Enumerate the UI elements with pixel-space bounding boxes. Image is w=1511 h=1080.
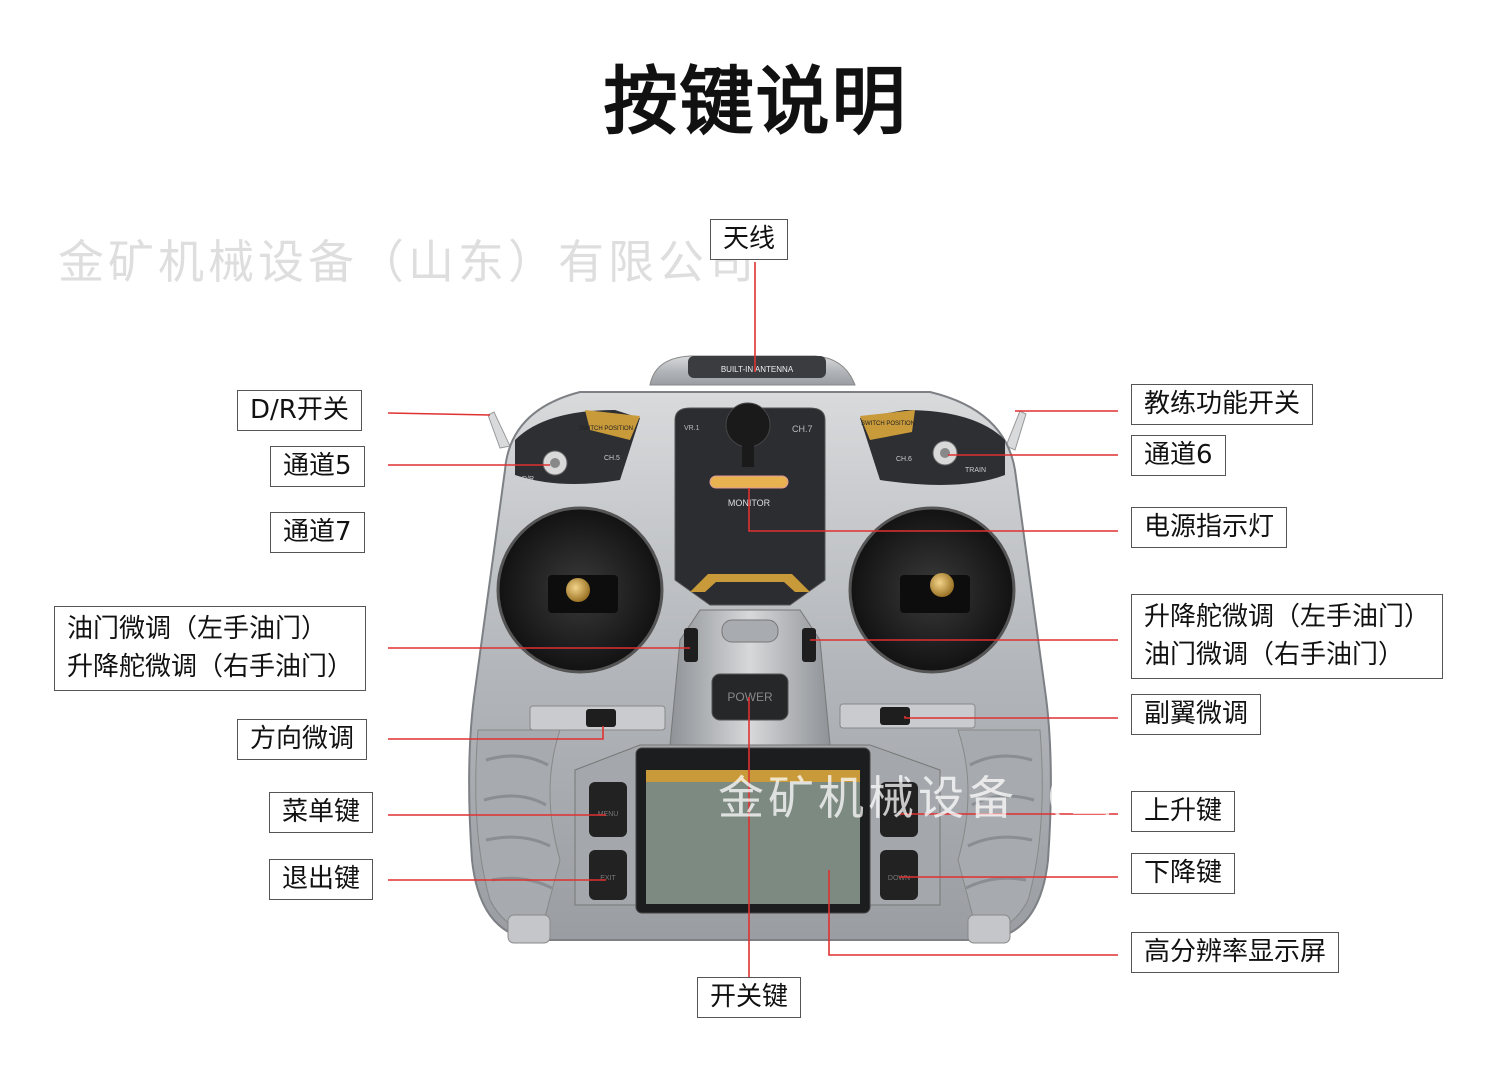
center-console: POWER (669, 609, 831, 746)
exit-key (589, 850, 627, 900)
center-panel: VR.1 CH.7 MONITOR (674, 402, 826, 606)
page-title: 按键说明 (603, 59, 908, 145)
right-switch-panel: SWITCH POSITION CH.6 TRAIN (860, 410, 1005, 485)
right-gimbal (848, 506, 1016, 674)
label-elevator-trim-line2: 油门微调（右手油门） (1144, 639, 1405, 670)
leader-rudder-trim (388, 726, 604, 740)
power-device-text: POWER (727, 690, 773, 704)
label-up-key: 上升键 (1131, 791, 1236, 832)
leader-power-led (748, 488, 1118, 532)
vr-device-text: VR.1 (684, 425, 700, 432)
label-aileron-trim: 副翼微调 (1131, 694, 1262, 735)
left-switch-position-text: SWITCH POSITION (579, 426, 633, 432)
watermark-bottom: 金矿机械设备（山东）有限公司 (718, 771, 1418, 825)
lower-face: MENU EXIT UP DOWN (574, 744, 941, 914)
label-antenna: 天线 (710, 219, 789, 260)
label-down-key: 下降键 (1131, 853, 1236, 894)
right-vertical-trim (802, 628, 816, 662)
power-led (709, 475, 789, 489)
label-power-led: 电源指示灯 (1131, 507, 1288, 548)
menu-device-text: MENU (598, 811, 619, 818)
ch5-device-text: CH.5 (604, 455, 620, 462)
label-elevator-trim: 升降舵微调（左手油门） 油门微调（右手油门） (1131, 594, 1444, 680)
label-throttle-trim: 油门微调（左手油门） 升降舵微调（右手油门） (54, 606, 367, 692)
label-power-key: 开关键 (697, 977, 802, 1018)
ch7-device-text: CH.7 (792, 424, 813, 434)
label-menu-key: 菜单键 (269, 792, 374, 833)
ch6-device-text: CH.6 (896, 456, 912, 463)
antenna-top: BUILT-IN ANTENNA (649, 355, 856, 386)
left-gimbal (496, 506, 664, 674)
power-button (711, 673, 789, 721)
label-rudder-trim: 方向微调 (237, 719, 368, 760)
label-elevator-trim-line1: 升降舵微调（左手油门） (1144, 602, 1431, 632)
up-key (880, 782, 918, 837)
label-exit-key: 退出键 (269, 859, 374, 900)
rudder-trim (586, 709, 616, 727)
dr-device-text: D/R (522, 476, 534, 483)
label-ch6: 通道6 (1131, 435, 1226, 476)
trainer-switch-lever (1005, 410, 1027, 451)
label-throttle-trim-line2: 升降舵微调（右手油门） (67, 651, 354, 682)
ch7-knob (725, 402, 771, 448)
leader-dr (387, 412, 491, 416)
right-switch-position-text: SWITCH POSITION (861, 421, 915, 427)
menu-key (589, 782, 627, 837)
aileron-trim (880, 707, 910, 725)
label-trainer-switch: 教练功能开关 (1131, 384, 1314, 425)
train-device-text: TRAIN (965, 467, 986, 474)
label-display: 高分辨率显示屏 (1131, 932, 1340, 973)
down-key (880, 850, 918, 900)
down-device-text: DOWN (888, 875, 910, 882)
label-ch5: 通道5 (270, 446, 365, 487)
antenna-text: BUILT-IN ANTENNA (721, 365, 794, 374)
watermark-top: 金矿机械设备（山东）有限公司 (58, 235, 758, 289)
leader-display (828, 870, 1118, 956)
dr-switch-lever (487, 411, 511, 449)
leader-aileron-trim (904, 716, 1118, 719)
leader-lines (387, 262, 1118, 980)
left-vertical-trim (684, 628, 698, 662)
exit-device-text: EXIT (600, 875, 616, 882)
label-ch7: 通道7 (270, 512, 365, 553)
label-dr-switch: D/R开关 (237, 390, 362, 431)
label-throttle-trim-line1: 油门微调（左手油门） (67, 614, 328, 644)
